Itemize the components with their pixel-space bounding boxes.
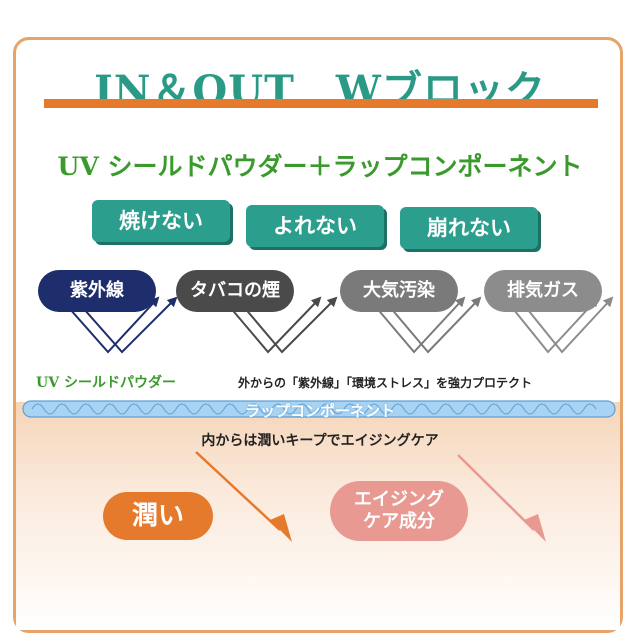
subtitle: UV シールドパウダー＋ラップコンポーネント bbox=[57, 152, 583, 181]
threat-uv: 紫外線 bbox=[38, 270, 156, 312]
aging-arrow-line bbox=[457, 454, 535, 531]
moisture-arrow-head bbox=[270, 514, 292, 542]
wrap-component-label: ラップコンポーネント bbox=[244, 402, 395, 420]
threat-exhaust: 排気ガス bbox=[484, 270, 602, 312]
title-underline bbox=[44, 99, 598, 108]
moisture-badge: 潤い bbox=[103, 492, 213, 540]
aging-arrow-head bbox=[524, 514, 546, 542]
smoke-bounce-arrow-1 bbox=[223, 296, 322, 354]
uv-bounce-arrow-1 bbox=[61, 296, 160, 354]
threat-pollution: 大気汚染 bbox=[340, 270, 458, 312]
threat-smoke: タバコの煙 bbox=[176, 270, 294, 312]
protect-description: 外からの「紫外線」「環境ストレス」を強力プロテクト bbox=[238, 376, 533, 390]
exhaust-bounce-arrow-1 bbox=[505, 296, 600, 354]
benefit-no-smudge: よれない bbox=[246, 205, 384, 247]
pollution-bounce-arrow-2 bbox=[383, 296, 482, 354]
benefit-no-sunburn: 焼けない bbox=[92, 200, 230, 242]
uv-bounce-arrow-2 bbox=[75, 296, 178, 354]
wrap-component-band bbox=[22, 400, 616, 418]
moisture-keep-text: 内からは潤いキープでエイジングケア bbox=[201, 433, 439, 449]
aging-care-badge: エイジング ケア成分 bbox=[330, 481, 468, 541]
moisture-arrow-line bbox=[195, 451, 281, 531]
exhaust-bounce-arrow-2 bbox=[519, 296, 614, 354]
aging-care-line-1: エイジング bbox=[354, 489, 444, 510]
smoke-bounce-arrow-2 bbox=[237, 296, 338, 354]
aging-care-line-2: ケア成分 bbox=[363, 511, 435, 532]
benefit-no-crumble: 崩れない bbox=[400, 207, 538, 249]
uv-powder-label: UV シールドパウダー bbox=[36, 375, 176, 391]
pollution-bounce-arrow-1 bbox=[369, 296, 466, 354]
